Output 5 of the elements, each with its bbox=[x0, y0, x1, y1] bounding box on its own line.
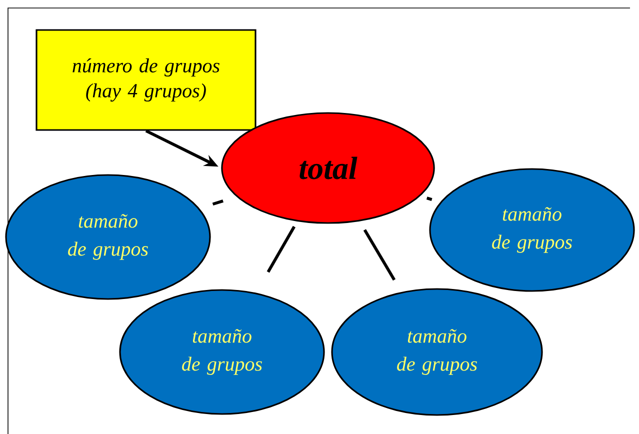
connector-line bbox=[266, 226, 296, 273]
connector-line bbox=[363, 229, 396, 281]
connector-line bbox=[426, 196, 432, 201]
note-box: número de grupos (hay 4 grupos) bbox=[36, 29, 256, 131]
connector-line bbox=[212, 199, 224, 206]
